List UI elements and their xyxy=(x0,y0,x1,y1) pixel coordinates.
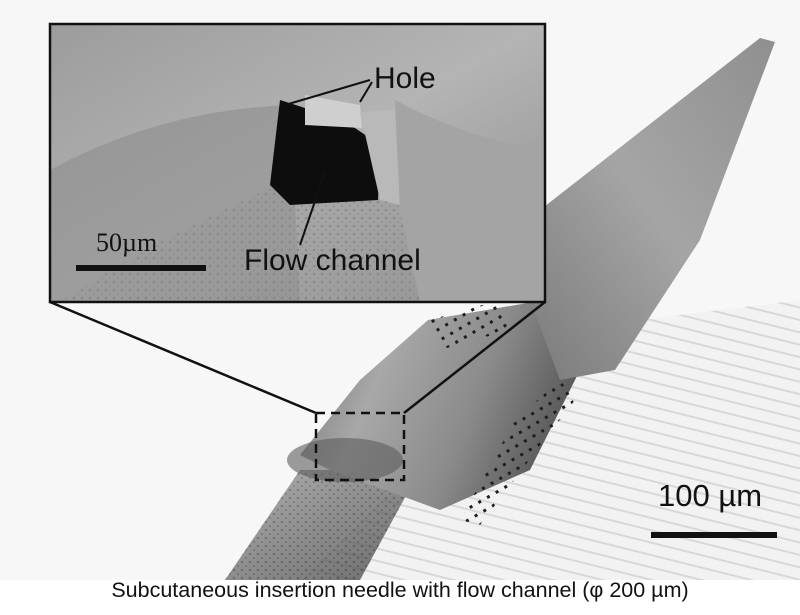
threaded-rod xyxy=(225,470,420,580)
striped-substrate xyxy=(300,300,800,580)
needle-ring-edge xyxy=(287,438,403,482)
hole-label: Hole xyxy=(374,62,436,95)
perforated-band xyxy=(430,300,510,350)
zoom-region-box xyxy=(314,411,406,482)
main-scale-bar xyxy=(651,532,777,538)
connector-line-right xyxy=(403,301,546,414)
sem-micrograph xyxy=(48,22,800,580)
connector-line-left xyxy=(49,300,317,415)
figure-caption: Subcutaneous insertion needle with flow … xyxy=(111,578,689,602)
perforated-band-lower xyxy=(460,380,575,525)
main-scale-label: 100 µm xyxy=(658,478,763,513)
inset-scale-bar xyxy=(76,265,206,271)
inset-micrograph xyxy=(48,22,547,304)
needle-tip xyxy=(530,38,775,380)
flow-channel-label: Flow channel xyxy=(244,244,421,277)
inset-scale-label: 50µm xyxy=(96,228,158,257)
